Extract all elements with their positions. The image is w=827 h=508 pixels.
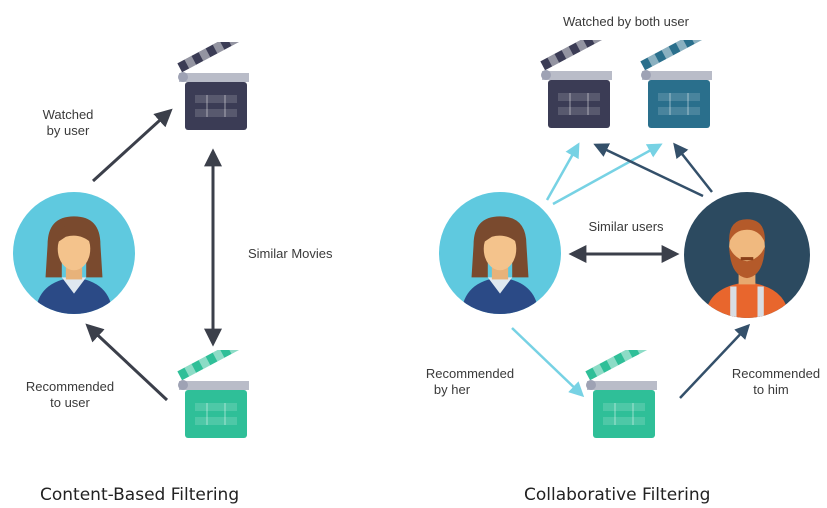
recommended-to-him-arrow	[679, 323, 751, 399]
rec-her-label-line1: Recommended	[426, 366, 514, 381]
her-watched-blue-arrow	[552, 143, 663, 206]
watched-arrow	[91, 108, 173, 183]
watched-movie-blue-clapperboard-icon	[640, 40, 713, 129]
rec-him-label-line1: Recommended	[732, 366, 820, 381]
content-based-title: Content-Based Filtering	[40, 485, 239, 505]
him-watched-blue-arrow	[673, 142, 713, 193]
similar-users-label: Similar users	[588, 219, 664, 234]
recommended-label-line1: Recommended	[26, 379, 114, 394]
recommended-by-her-arrow	[511, 327, 585, 398]
rec-him-label-line2: to him	[753, 382, 788, 397]
him-watched-dark-arrow	[593, 143, 704, 198]
watched-label-line1: Watched	[43, 107, 94, 122]
watched-movie-dark-clapperboard-icon	[540, 40, 613, 129]
recommended-movie-clapperboard-icon	[177, 350, 250, 439]
man-user-avatar-icon	[684, 192, 810, 318]
woman-user-avatar-icon	[439, 192, 561, 314]
collaborative-diagram: Watched by both user Similar users Recom…	[426, 14, 820, 505]
similar-movies-label: Similar Movies	[248, 246, 333, 261]
her-watched-dark-arrow	[545, 142, 580, 201]
recommended-arrow	[85, 323, 169, 402]
rec-her-label-line2: by her	[434, 382, 471, 397]
woman-user-avatar-icon	[13, 192, 135, 314]
content-based-diagram: Watched by user Similar Movies Recommend…	[13, 42, 333, 505]
recommended-movie-clapperboard-icon	[585, 350, 658, 439]
watched-label-line2: by user	[47, 123, 90, 138]
watched-movie-clapperboard-icon	[177, 42, 250, 131]
collaborative-title: Collaborative Filtering	[524, 485, 710, 505]
recommended-label-line2: to user	[50, 395, 90, 410]
watched-by-both-label: Watched by both user	[563, 14, 690, 29]
